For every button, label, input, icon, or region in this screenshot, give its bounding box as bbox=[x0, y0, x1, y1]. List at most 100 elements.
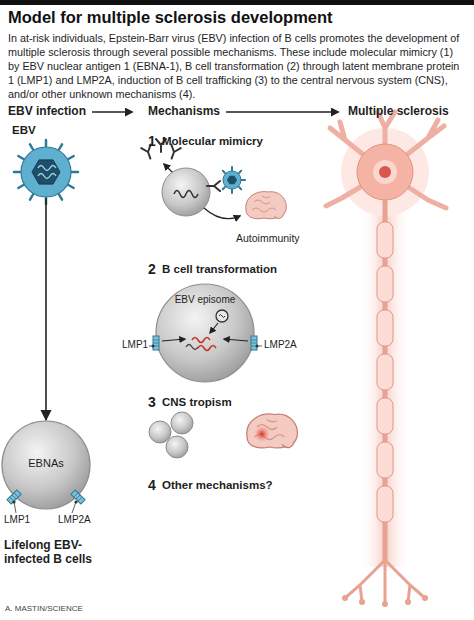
mechanism-heading: CNS tropism bbox=[162, 396, 232, 410]
node-circle bbox=[156, 284, 254, 382]
signal-arrow bbox=[162, 339, 185, 341]
lmp1-receptor bbox=[7, 490, 21, 504]
leader-dot bbox=[74, 500, 77, 503]
episome bbox=[216, 310, 228, 322]
b-cell: EBNAsLifelong EBV-infected B cells bbox=[1, 420, 91, 510]
signal-arrow bbox=[224, 339, 248, 341]
brain-cerebellum bbox=[274, 214, 284, 219]
leader-line bbox=[149, 346, 262, 347]
node-outline bbox=[20, 146, 72, 198]
callout-number: 2 bbox=[148, 261, 156, 278]
secretion-arrow bbox=[164, 164, 174, 174]
brain-cerebellum bbox=[282, 442, 295, 448]
virus-spikes bbox=[223, 167, 245, 193]
column-heading: Multiple sclerosis bbox=[348, 104, 449, 118]
dendrites bbox=[326, 112, 446, 208]
myelin-sheath bbox=[377, 486, 393, 522]
episome-dna bbox=[219, 315, 225, 318]
column-heading: EBV infection bbox=[8, 104, 86, 118]
mechanism-heading: B cell transformation bbox=[162, 263, 277, 277]
header-arrow bbox=[92, 111, 132, 113]
part-label: LMP2A bbox=[264, 339, 297, 351]
b-cell bbox=[166, 436, 188, 458]
virus-envelope bbox=[223, 171, 241, 189]
virus-detail bbox=[14, 140, 78, 204]
virus-capsid bbox=[227, 176, 237, 185]
part-label: LMP1 bbox=[4, 514, 30, 526]
leader-dot bbox=[256, 345, 259, 348]
mechanism-heading: Molecular mimicry bbox=[162, 135, 263, 149]
myelin-sheath bbox=[377, 398, 393, 434]
receptor-body bbox=[153, 336, 159, 350]
cell-part-label: EBV episome bbox=[155, 294, 255, 306]
myelin-sheath bbox=[377, 442, 393, 478]
small-virus bbox=[223, 167, 245, 193]
leader-dot bbox=[152, 345, 155, 348]
signal-arrow bbox=[210, 323, 218, 333]
leader-dot bbox=[12, 500, 15, 503]
brain bbox=[247, 414, 298, 448]
transformation-illustration bbox=[149, 310, 262, 351]
viral-transcript bbox=[192, 338, 210, 343]
nucleus bbox=[373, 160, 397, 184]
mechanism-heading: Other mechanisms? bbox=[162, 479, 273, 493]
receptor-stripes bbox=[153, 340, 159, 346]
terminal-bouton bbox=[342, 595, 348, 601]
receptor-stripes bbox=[251, 340, 257, 346]
b-cell bbox=[171, 412, 193, 434]
callout-number: 3 bbox=[148, 394, 156, 411]
antibody-shape bbox=[207, 181, 220, 191]
antibody-shape bbox=[167, 145, 181, 161]
viral-genome bbox=[38, 166, 56, 179]
figure-title: Model for multiple sclerosis development bbox=[8, 8, 333, 28]
myelin-sheath bbox=[377, 354, 393, 390]
terminal-bouton bbox=[405, 599, 411, 605]
virus-capsid bbox=[32, 160, 60, 184]
antibody-shape bbox=[156, 139, 166, 152]
header-arrow bbox=[226, 111, 338, 113]
brain bbox=[246, 192, 286, 219]
part-label: Autoimmunity bbox=[236, 232, 300, 245]
neuron-illustration bbox=[326, 112, 446, 607]
autoimmunity-arrow bbox=[204, 208, 240, 219]
molecular-mimicry-illustration bbox=[141, 139, 286, 219]
antibody bbox=[156, 139, 166, 152]
myelin-sheath bbox=[377, 222, 393, 258]
node-circle bbox=[21, 147, 71, 197]
receptor-body bbox=[251, 336, 257, 350]
antibody bbox=[167, 145, 181, 161]
terminal-bouton bbox=[359, 599, 365, 605]
membrane-antibody bbox=[207, 181, 220, 191]
terminal-bouton bbox=[422, 595, 428, 601]
axon-terminals bbox=[345, 560, 425, 604]
receptor-stripes bbox=[10, 493, 18, 501]
lmp2a-receptor bbox=[71, 490, 85, 504]
top-bar bbox=[0, 0, 474, 5]
receptor-body bbox=[7, 490, 21, 504]
viral-dna bbox=[174, 191, 198, 198]
transformed-b-cell: EBV episome bbox=[155, 283, 255, 383]
viral-transcript bbox=[198, 346, 216, 351]
column-heading: Mechanisms bbox=[148, 104, 220, 118]
callout-number: 1 bbox=[148, 133, 156, 150]
b-cell bbox=[162, 168, 210, 216]
receptor-body bbox=[71, 490, 85, 504]
brain-folds bbox=[255, 420, 285, 440]
cell-label: EBNAs bbox=[1, 457, 91, 470]
soma bbox=[357, 144, 413, 200]
brain-outline bbox=[246, 192, 286, 219]
lmp1-receptor bbox=[153, 336, 159, 350]
antibody bbox=[141, 145, 155, 161]
axon-glow bbox=[360, 205, 410, 567]
antibody-shape bbox=[141, 145, 155, 161]
b-cell-receptors bbox=[7, 490, 85, 513]
brain-outline bbox=[247, 414, 298, 448]
myelin-sheath bbox=[377, 310, 393, 346]
virus-particle: EBV bbox=[20, 146, 72, 198]
cell-caption: Lifelong EBV-infected B cells bbox=[4, 538, 104, 566]
part-label: LMP1 bbox=[122, 339, 148, 351]
b-cell bbox=[149, 421, 171, 443]
virus-spikes bbox=[14, 140, 78, 204]
myelin-sheath bbox=[377, 266, 393, 302]
